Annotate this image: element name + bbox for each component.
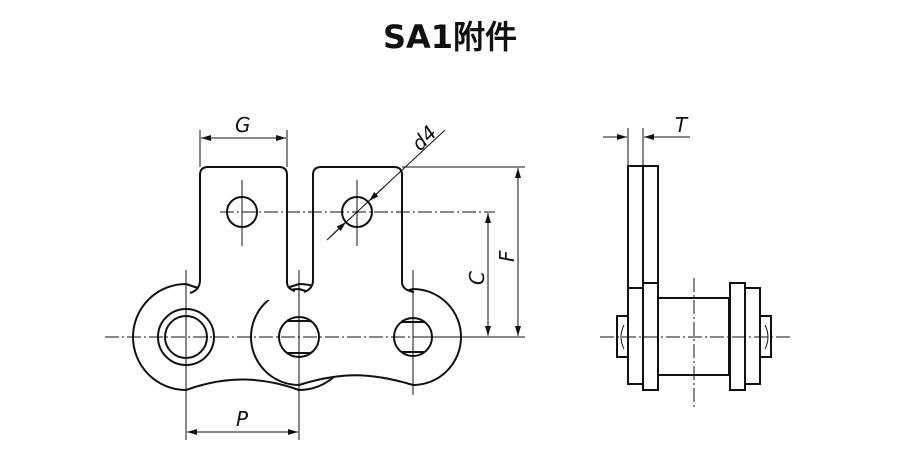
dim-label-f: F	[495, 250, 519, 262]
right-tab	[303, 166, 415, 293]
page-title: SA1附件	[382, 18, 518, 56]
right-tab-fill	[306, 167, 412, 305]
side-view: T	[600, 113, 790, 408]
left-tab-fill	[192, 167, 295, 300]
dim-label-c: C	[465, 271, 489, 285]
dim-label-g: G	[235, 113, 251, 137]
left-tab	[189, 166, 296, 294]
dim-label-p: P	[236, 407, 249, 431]
dim-label-d4: d4	[407, 121, 442, 156]
dim-label-t: T	[675, 113, 689, 137]
front-view: G d4 C F P	[105, 113, 525, 440]
